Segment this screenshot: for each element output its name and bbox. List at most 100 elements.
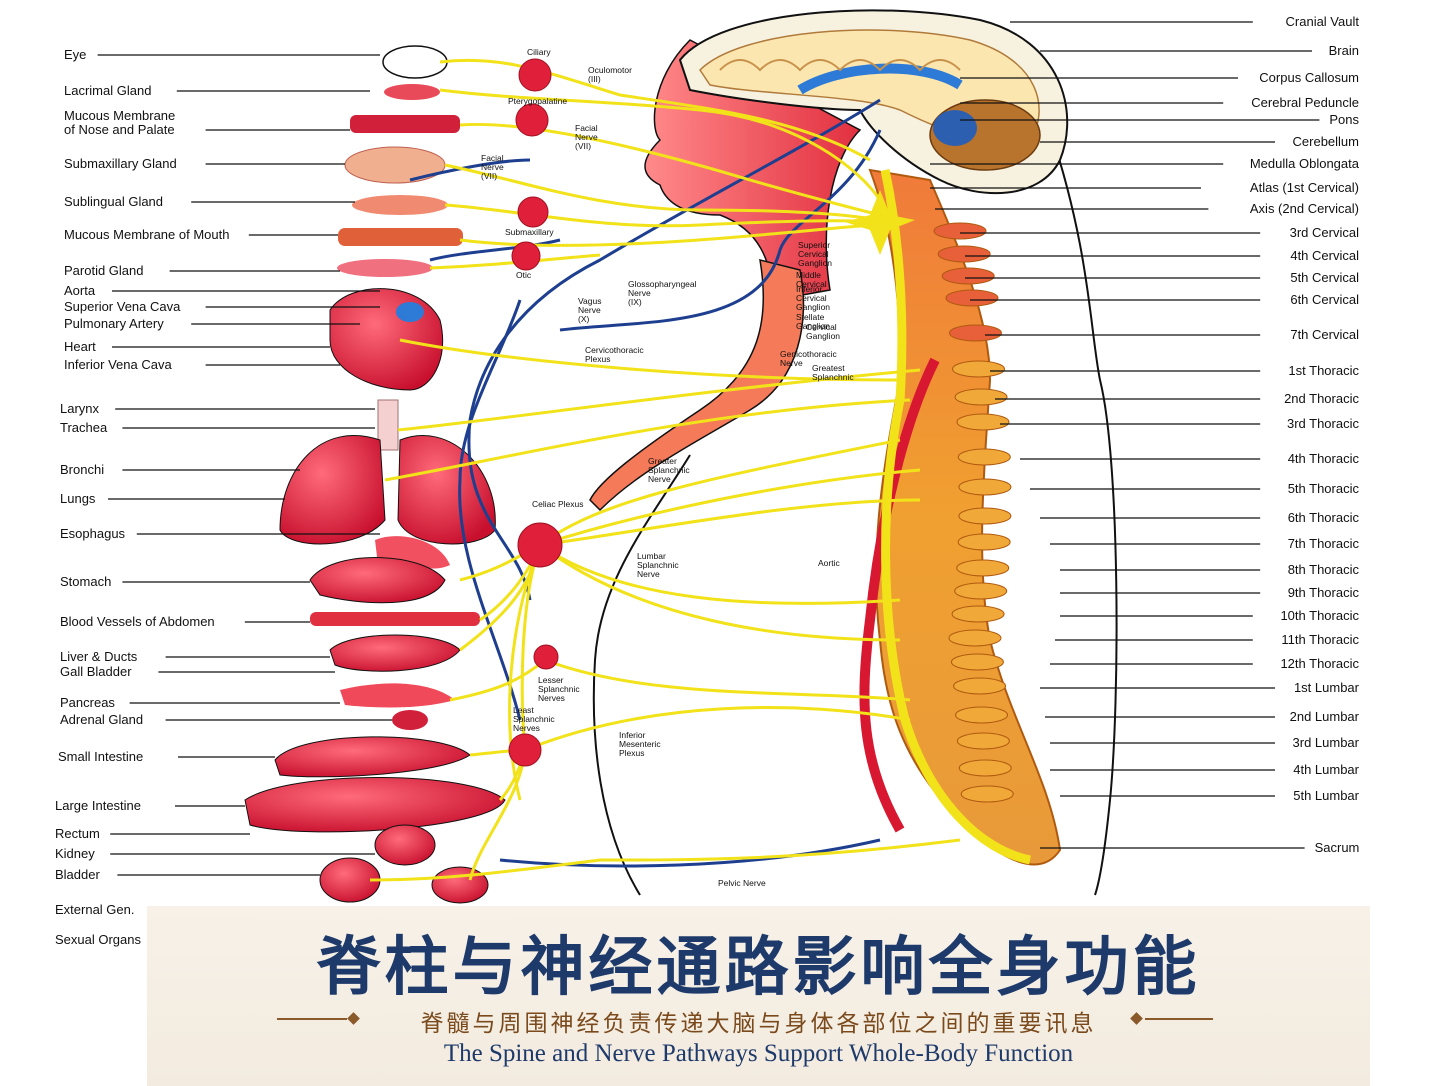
otic-ganglion <box>511 241 541 271</box>
label-left-parotid: Parotid Gland <box>64 263 144 278</box>
label-right-l2: 2nd Lumbar <box>1289 709 1359 724</box>
label-right-t2: 2nd Thoracic <box>1284 391 1359 406</box>
vertebra-process <box>957 533 1011 551</box>
mouth-membrane-organ <box>338 228 463 246</box>
label-right-t6: 6th Thoracic <box>1287 510 1359 525</box>
vertebra-process <box>956 732 1010 750</box>
small-intestine-organ <box>274 736 471 778</box>
sublingual-organ <box>352 195 448 215</box>
front-outline <box>592 454 691 896</box>
label-left-bladder: Bladder <box>55 867 100 882</box>
trachea-organ <box>377 399 399 451</box>
leader-lines <box>97 21 1320 876</box>
label-left-submaxillary: Submaxillary Gland <box>64 156 177 171</box>
label-left-lungs: Lungs <box>60 491 96 506</box>
label-right-t4: 4th Thoracic <box>1287 451 1359 466</box>
label-right-t10: 10th Thoracic <box>1280 608 1359 623</box>
label-left-stomach: Stomach <box>60 574 112 589</box>
brain-folds <box>719 59 961 72</box>
nerve-label-submaxillary-g: Submaxillary <box>505 227 554 237</box>
celiac-ganglion <box>517 522 563 568</box>
label-right-t5: 5th Thoracic <box>1287 481 1359 496</box>
vertebra-process <box>960 785 1014 803</box>
label-left-kidney: Kidney <box>55 846 95 861</box>
ganglia <box>508 58 563 767</box>
label-left-mucous-nose-2: of Nose and Palate <box>64 122 175 137</box>
vertebra-process <box>956 413 1010 431</box>
label-left-larynx: Larynx <box>60 401 100 416</box>
label-right-t1: 1st Thoracic <box>1288 363 1359 378</box>
banner-title-cn: 脊柱与神经通路影响全身功能 <box>316 930 1201 1005</box>
heart-vessel <box>396 302 424 322</box>
vertebra-process <box>954 388 1008 406</box>
vertebra-process <box>948 629 1002 647</box>
submax-ganglion <box>517 196 549 228</box>
label-right-t11: 11th Thoracic <box>1281 632 1359 647</box>
label-right-t3: 3rd Thoracic <box>1286 416 1359 431</box>
label-right-t7: 7th Thoracic <box>1287 536 1359 551</box>
nerve-label-otic: Otic <box>516 270 532 280</box>
nerve-label-celiac: Celiac Plexus <box>532 499 584 509</box>
label-right-c7: 7th Cervical <box>1290 327 1359 342</box>
label-right-pons: Pons <box>1329 112 1360 127</box>
label-right-brain: Brain <box>1328 43 1359 58</box>
vertebra-process <box>948 324 1002 342</box>
label-right-peduncle: Cerebral Peduncle <box>1251 95 1359 110</box>
vertebra-process <box>953 677 1007 695</box>
label-left-pancreas: Pancreas <box>60 695 115 710</box>
label-right-l4: 4th Lumbar <box>1293 762 1359 777</box>
eye-organ <box>382 45 448 79</box>
heart-organ <box>329 288 444 391</box>
label-right-cerebellum: Cerebellum <box>1292 134 1359 149</box>
cervical-ganglia-star <box>845 190 915 255</box>
label-right-cranial-vault: Cranial Vault <box>1285 14 1359 29</box>
banner-rule-left <box>277 1018 347 1020</box>
label-left-adrenal: Adrenal Gland <box>60 712 144 727</box>
parotid-organ <box>337 259 433 277</box>
label-right-axis: Axis (2nd Cervical) <box>1249 201 1359 216</box>
vertebra-process <box>958 507 1012 525</box>
nose-membrane-organ <box>350 115 460 133</box>
label-right-corpus: Corpus Callosum <box>1259 70 1359 85</box>
label-right-c3: 3rd Cervical <box>1289 225 1359 240</box>
ciliary-ganglion <box>518 58 552 92</box>
label-right-c4: 4th Cervical <box>1290 248 1359 263</box>
vertebra-process <box>950 653 1004 671</box>
aorta-vessel <box>859 357 940 833</box>
label-right-l3: 3rd Lumbar <box>1292 735 1359 750</box>
submaxillary-organ <box>344 146 446 184</box>
label-right-t9: 9th Thoracic <box>1287 585 1359 600</box>
banner-title-en: The Spine and Nerve Pathways Support Who… <box>443 1040 1074 1067</box>
vertebra-process <box>954 582 1008 600</box>
label-left-esophagus: Esophagus <box>60 526 126 541</box>
label-right-l5: 5th Lumbar <box>1293 788 1359 803</box>
vertebra-process <box>945 289 999 307</box>
yellow-nerves <box>369 58 961 882</box>
vertebrae-group <box>933 222 1014 803</box>
label-left-small-int: Small Intestine <box>58 749 144 764</box>
lung-left <box>279 435 386 545</box>
liver-organ <box>329 634 461 672</box>
vertebra-process <box>958 478 1012 496</box>
genital-organ <box>431 866 489 904</box>
label-left-sublingual: Sublingual Gland <box>64 194 164 209</box>
body-outline <box>1049 129 1118 896</box>
label-left-aorta: Aorta <box>64 283 96 298</box>
label-left-trachea: Trachea <box>60 420 108 435</box>
label-right-c6: 6th Cervical <box>1290 292 1359 307</box>
label-left-pulmonary: Pulmonary Artery <box>64 316 164 331</box>
pons <box>933 110 977 146</box>
label-left-bronchi: Bronchi <box>60 462 105 477</box>
inf-mes-ganglion <box>508 733 542 767</box>
